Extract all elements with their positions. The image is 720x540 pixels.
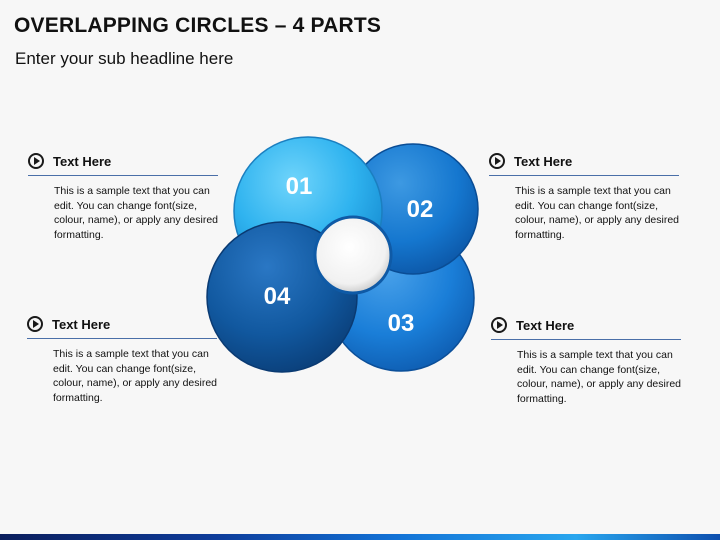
text-block-title: Text Here bbox=[516, 317, 575, 333]
text-block-top-left: Text Here This is a sample text that you… bbox=[28, 150, 218, 242]
play-circle-icon bbox=[489, 153, 505, 169]
divider bbox=[28, 175, 218, 176]
text-block-bottom-right: Text Here This is a sample text that you… bbox=[491, 314, 681, 406]
page-subtitle: Enter your sub headline here bbox=[15, 49, 234, 68]
text-block-title: Text Here bbox=[52, 316, 111, 332]
text-block-top-right: Text Here This is a sample text that you… bbox=[489, 150, 679, 242]
text-block-body: This is a sample text that you can edit.… bbox=[53, 348, 218, 404]
footer-accent-bar bbox=[0, 534, 720, 540]
text-block-body: This is a sample text that you can edit.… bbox=[517, 349, 682, 405]
circle-label-01: 01 bbox=[286, 173, 313, 200]
divider bbox=[27, 338, 217, 339]
text-block-title: Text Here bbox=[514, 153, 573, 169]
play-circle-icon bbox=[27, 316, 43, 332]
divider bbox=[491, 339, 681, 340]
text-block-body: This is a sample text that you can edit.… bbox=[515, 185, 680, 241]
play-circle-icon bbox=[28, 153, 44, 169]
center-circle bbox=[313, 215, 393, 295]
circle-label-04: 04 bbox=[264, 283, 291, 310]
page-title: OVERLAPPING CIRCLES – 4 PARTS bbox=[14, 14, 382, 37]
text-block-bottom-left: Text Here This is a sample text that you… bbox=[27, 313, 217, 405]
text-block-body: This is a sample text that you can edit.… bbox=[54, 185, 219, 241]
circle-label-03: 03 bbox=[388, 310, 415, 337]
text-block-title: Text Here bbox=[53, 153, 112, 169]
divider bbox=[489, 175, 679, 176]
play-circle-icon bbox=[491, 317, 507, 333]
circle-label-02: 02 bbox=[407, 196, 434, 223]
